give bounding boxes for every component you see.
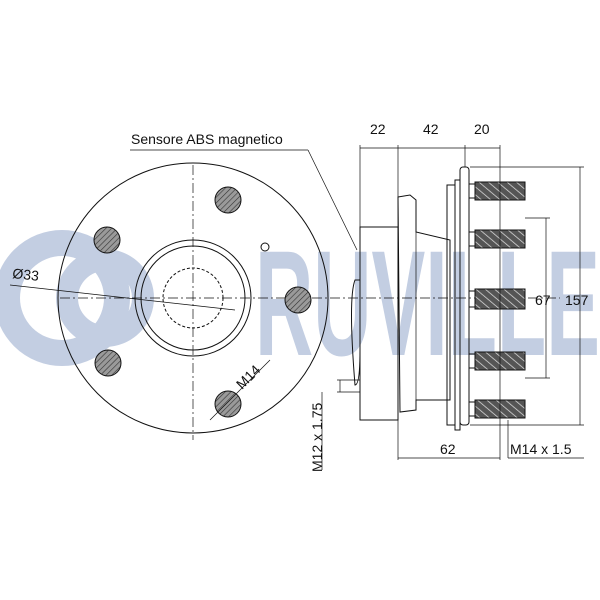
flange-outline: [57, 162, 329, 434]
front-view: Ø33 M14: [9, 162, 560, 440]
bolt-holes: [93, 186, 312, 418]
spline-bore: [162, 267, 224, 329]
watermark-text: RUVILLE: [255, 219, 600, 387]
dim-20: 20: [474, 121, 490, 137]
dim-67: 67: [535, 292, 551, 308]
ruville-logo-watermark: RUVILLE: [0, 219, 600, 387]
stud-thread-label: M14 x 1.5: [510, 441, 572, 457]
dim-62: 62: [440, 441, 456, 457]
dim-42: 42: [423, 121, 439, 137]
sensor-label: Sensore ABS magnetico: [131, 131, 283, 147]
dim-157: 157: [565, 292, 589, 308]
dimensions: 22 42 20 157 67 62 M14 x 1.5 M12 x 1.75: [309, 121, 589, 472]
axle-thread-label: M12 x 1.75: [309, 403, 325, 472]
dim-22: 22: [370, 121, 386, 137]
bore-diameter-label: Ø33: [12, 265, 40, 284]
